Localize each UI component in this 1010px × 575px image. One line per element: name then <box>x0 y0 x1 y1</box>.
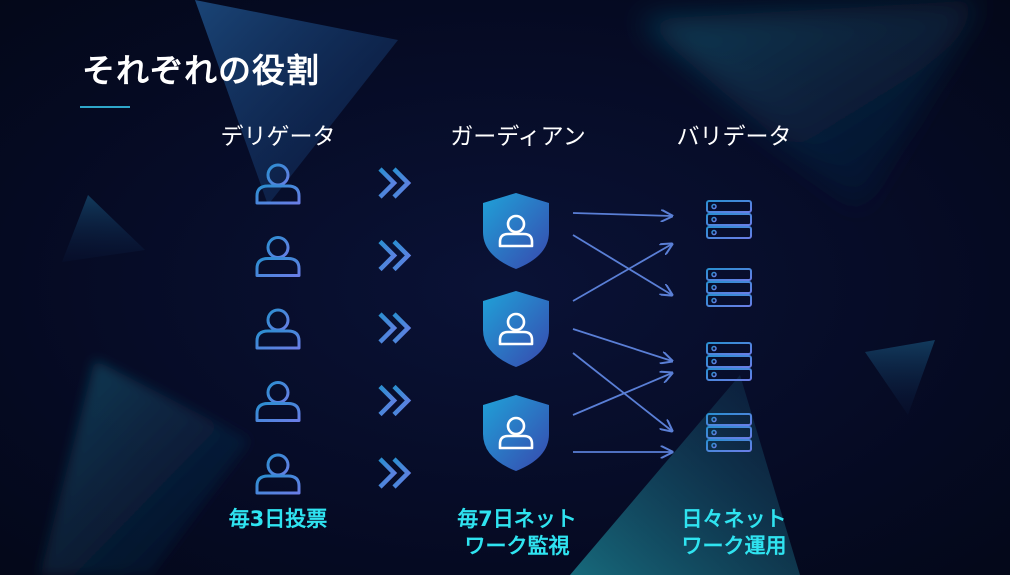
footer-delegator: 毎3日投票 <box>168 506 388 533</box>
guardian-to-validator-arrow <box>572 352 672 431</box>
validator-server-stack-icon <box>706 268 752 307</box>
title-underline <box>80 106 130 108</box>
footer-guardian-line2: ワーク監視 <box>464 534 570 558</box>
bg-triangle-left <box>62 195 145 262</box>
bg-triangle-top <box>195 0 398 205</box>
guardian-to-validator-arrow <box>572 328 672 361</box>
bg-triangle-top-right <box>640 0 980 210</box>
bg-triangle-right <box>865 340 935 415</box>
flow-double-chevron-icon <box>378 457 412 489</box>
guardian-shield-user-icon <box>483 193 549 269</box>
validator-server-stack-icon <box>706 342 752 381</box>
flow-double-chevron-icon <box>378 239 412 272</box>
guardian-to-validator-arrow <box>572 373 672 416</box>
guardian-shield-user-icon <box>483 291 549 367</box>
footer-validator-line2: ワーク運用 <box>681 534 787 558</box>
delegator-user-icon <box>255 308 301 350</box>
footer-validator-line1: 日々ネット <box>681 507 787 531</box>
bg-triangle-bottom-left <box>40 360 250 575</box>
delegator-user-icon <box>255 381 301 422</box>
footer-validator: 日々ネット ワーク運用 <box>624 506 844 560</box>
footer-guardian-line1: 毎7日ネット <box>457 507 577 531</box>
guardian-to-validator-arrow <box>572 234 672 295</box>
guardian-shield-user-icon <box>483 395 549 471</box>
flow-double-chevron-icon <box>378 384 412 417</box>
delegator-user-icon <box>255 453 301 495</box>
footer-guardian: 毎7日ネット ワーク監視 <box>407 506 627 560</box>
footer-delegator-line1: 毎3日投票 <box>228 507 328 531</box>
flow-double-chevron-icon <box>378 312 412 344</box>
validator-server-stack-icon <box>706 200 752 239</box>
delegator-user-icon <box>255 236 301 277</box>
guardian-to-validator-arrow <box>572 213 672 216</box>
delegator-user-icon <box>255 163 301 205</box>
guardian-to-validator-arrow <box>572 244 672 302</box>
validator-server-stack-icon <box>706 413 752 452</box>
column-header-delegator: デリゲータ <box>220 124 336 150</box>
flow-double-chevron-icon <box>378 167 412 199</box>
column-header-guardian: ガーディアン <box>450 124 586 150</box>
page-title: それぞれの役割 <box>82 51 320 90</box>
column-header-validator: バリデータ <box>676 124 792 150</box>
